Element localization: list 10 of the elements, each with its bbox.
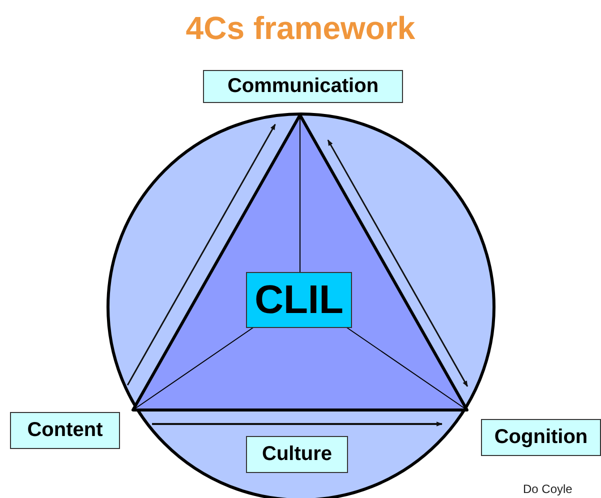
label-box: Cognition [481, 419, 601, 456]
label-box: Content [10, 412, 120, 449]
label-box: Culture [246, 436, 348, 473]
center-box: CLIL [246, 272, 352, 328]
arrow [152, 422, 443, 426]
author-credit: Do Coyle [523, 482, 572, 496]
title: 4Cs framework [184, 10, 416, 47]
arrow [327, 140, 468, 387]
label-box: Communication [203, 70, 403, 103]
arrow [126, 124, 276, 386]
